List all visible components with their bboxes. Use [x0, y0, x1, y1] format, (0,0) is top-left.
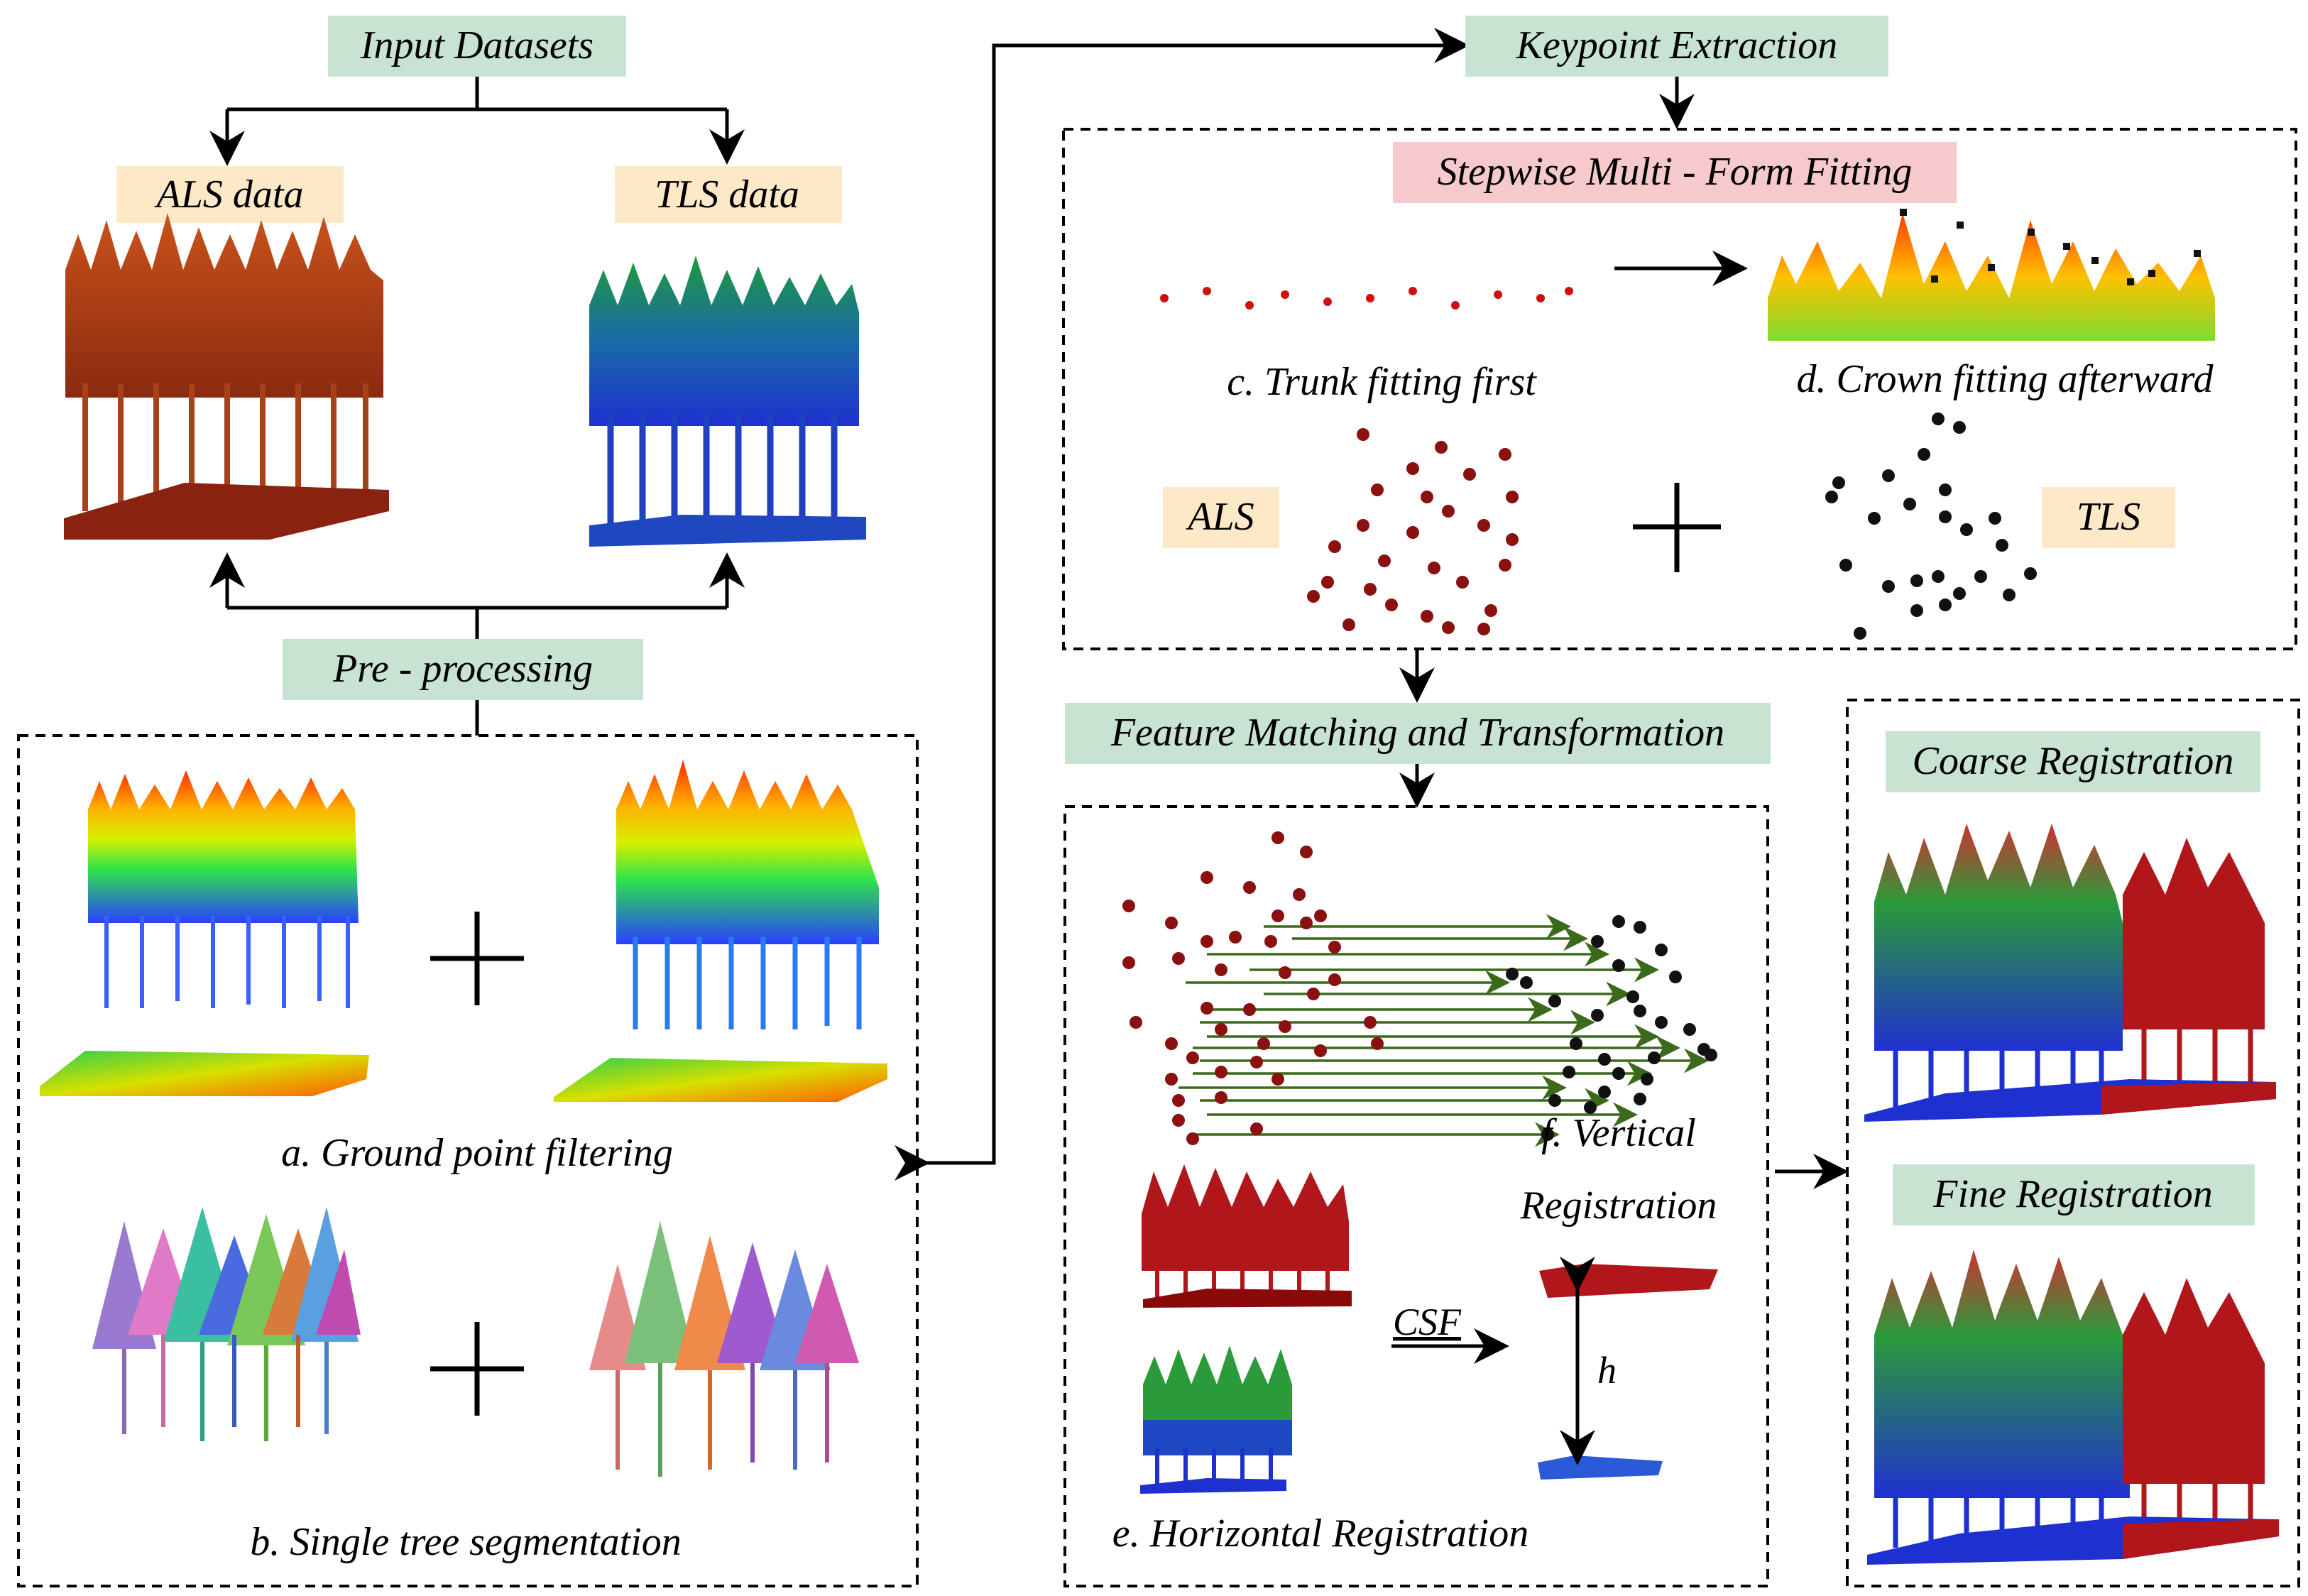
pre-processing-box	[283, 639, 643, 700]
tls-keypoints	[1825, 412, 2037, 640]
input-split-connector	[225, 77, 727, 158]
coarse-registration-label: Coarse Registration	[1913, 739, 2234, 783]
trunk-fitting-image	[1127, 227, 1585, 334]
als-segmented-trees	[92, 1207, 361, 1441]
als-ground-surface	[40, 1051, 369, 1096]
als-keypoints	[1307, 428, 1519, 635]
als-normalized-cloud	[88, 770, 359, 1008]
coarse-registration-cloud	[1864, 824, 2276, 1122]
horizontal-registration-caption: e. Horizontal Registration	[1112, 1512, 1528, 1556]
results-dashed-box	[1846, 699, 2300, 1587]
preprocessing-dashed-box	[17, 734, 919, 1587]
fine-registration-cloud	[1867, 1250, 2279, 1565]
crown-fitting-caption: d. Crown fitting afterward	[1796, 357, 2214, 401]
tls-data-label: TLS data	[655, 173, 799, 217]
plus-icon	[430, 1322, 524, 1416]
keypoint-dashed-box	[1062, 128, 2297, 650]
keypoint-extraction-box	[1465, 16, 1888, 77]
input-datasets-label: Input Datasets	[360, 23, 594, 67]
als-red-cloud	[1142, 1164, 1352, 1308]
tls-ground-surface	[554, 1058, 887, 1102]
vertical-registration-label-1: f. Vertical	[1541, 1111, 1696, 1155]
trunk-fitting-caption: c. Trunk fitting first	[1227, 360, 1537, 404]
feature-matching-section: Feature Matching and Transformation	[1063, 649, 1771, 1587]
stepwise-fitting-label: Stepwise Multi - Form Fitting	[1438, 150, 1913, 194]
crown-fitting-image	[1768, 209, 2215, 341]
input-datasets-box	[328, 16, 626, 77]
tls-normalized-cloud	[616, 760, 879, 1029]
tls-box	[2042, 487, 2175, 548]
tls-blue-cloud	[1140, 1345, 1292, 1494]
fine-registration-label: Fine Registration	[1932, 1172, 2213, 1216]
preprocess-merge-connector	[227, 606, 727, 639]
input-datasets-section: Input Datasets ALS data TLS data	[64, 16, 866, 736]
single-tree-caption: b. Single tree segmentation	[250, 1520, 682, 1564]
target-keypoints	[1506, 915, 1717, 1141]
keypoint-matches	[1178, 914, 1709, 1147]
keypoint-extraction-section: Keypoint Extraction Stepwise Multi - For…	[1062, 16, 2297, 650]
height-offset-label: h	[1597, 1349, 1617, 1392]
plus-icon	[430, 912, 524, 1005]
csf-label: CSF	[1393, 1301, 1462, 1343]
ground-filtering-caption: a. Ground point filtering	[281, 1131, 673, 1175]
vertical-registration-label-2: Registration	[1520, 1184, 1717, 1228]
als-ground-plane	[1539, 1264, 1718, 1298]
results-panel: Coarse Registration Fine Registration	[1846, 699, 2300, 1587]
stepwise-fitting-box	[1393, 142, 1957, 203]
tls-data-box	[615, 166, 842, 223]
feature-matching-box	[1065, 703, 1771, 764]
preprocessing-panel: a. Ground point filtering	[17, 734, 919, 1587]
keypoint-extraction-label: Keypoint Extraction	[1516, 23, 1838, 67]
als-data-box	[116, 166, 344, 223]
als-data-label: ALS data	[154, 173, 304, 217]
matching-dashed-box	[1063, 805, 1769, 1587]
als-box	[1163, 487, 1279, 548]
tls-segmented-trees	[589, 1221, 859, 1477]
source-keypoints	[1122, 831, 1384, 1145]
plus-icon	[1633, 483, 1721, 572]
als-forest-cloud	[64, 213, 389, 540]
fine-registration-box	[1893, 1164, 2255, 1225]
als-label: ALS	[1185, 495, 1254, 539]
tls-forest-cloud	[589, 256, 866, 547]
preprocess-to-keypoint-connector	[895, 28, 1470, 1181]
feature-matching-label: Feature Matching and Transformation	[1110, 711, 1724, 755]
pre-processing-label: Pre - processing	[332, 647, 593, 691]
coarse-registration-box	[1886, 731, 2260, 792]
tls-ground-plane	[1538, 1455, 1663, 1480]
tls-label: TLS	[2077, 495, 2140, 539]
